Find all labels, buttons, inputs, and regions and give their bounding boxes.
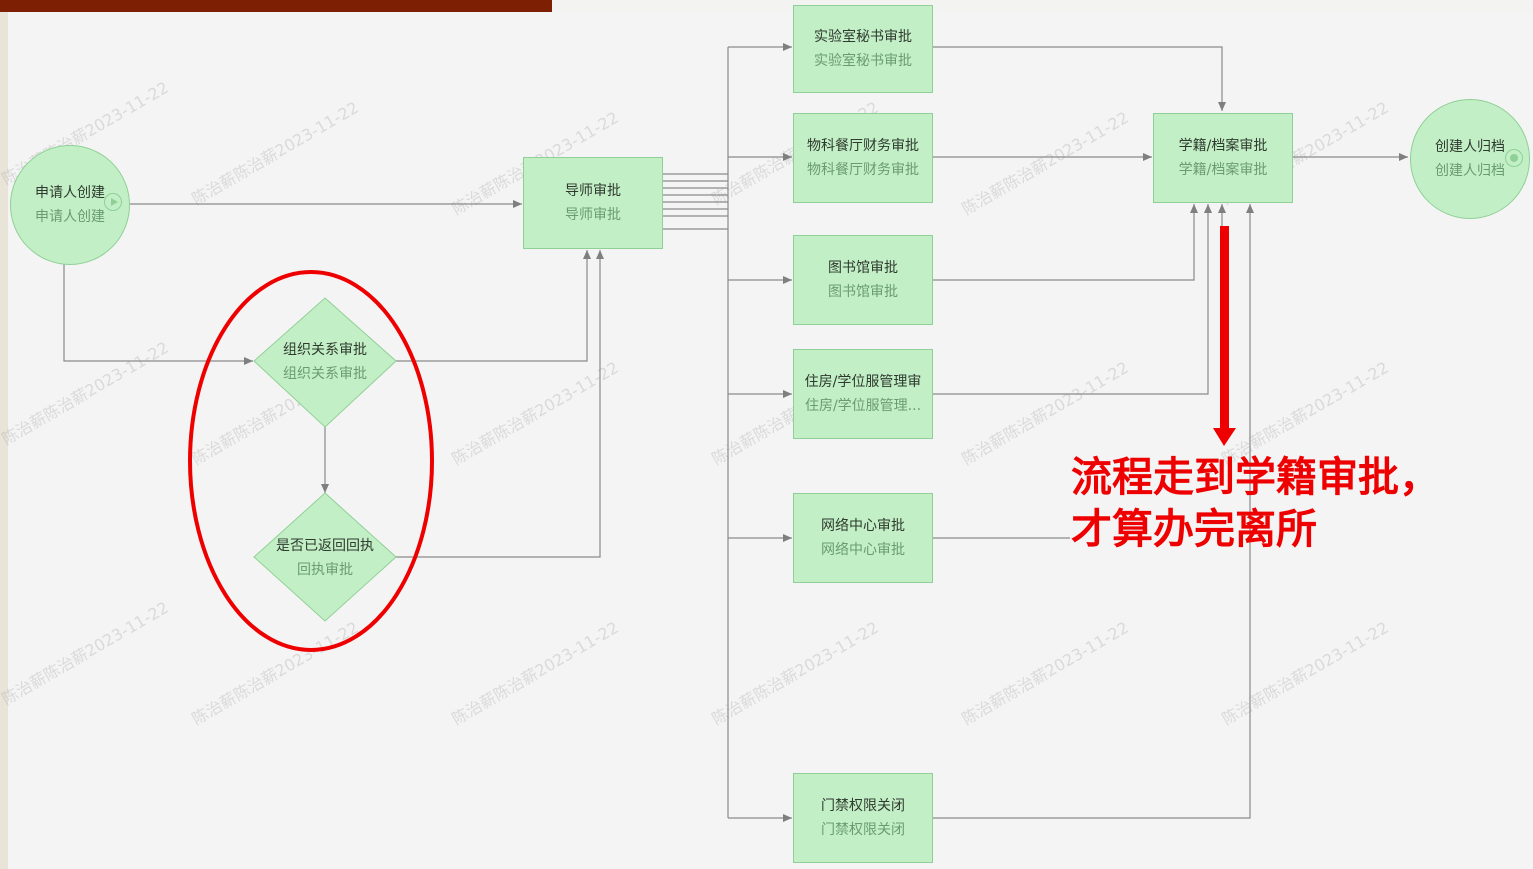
- node-receipt-subtitle: 回执审批: [297, 562, 353, 578]
- edge-start-org: [63, 262, 253, 365]
- stop-icon: [1505, 149, 1523, 167]
- title-bar: [0, 0, 552, 12]
- play-icon: [104, 193, 122, 211]
- node-lab-title: 实验室秘书审批: [814, 29, 912, 45]
- node-library-title: 图书馆审批: [828, 260, 898, 276]
- callout-line-1: 流程走到学籍审批，: [1071, 453, 1440, 501]
- node-end[interactable]: 创建人归档 创建人归档: [1410, 99, 1530, 219]
- edge-org-advisor: [396, 250, 591, 362]
- node-start-title: 申请人创建: [35, 185, 105, 201]
- node-materials[interactable]: 物科餐厅财务审批 物科餐厅财务审批: [793, 113, 933, 203]
- org-diamond: [253, 297, 397, 428]
- node-advisor-subtitle: 导师审批: [565, 207, 621, 223]
- edge-access-registry: [933, 204, 1254, 819]
- node-advisor[interactable]: 导师审批 导师审批: [523, 157, 663, 249]
- edge-advisor-fan: [663, 173, 728, 230]
- node-start-subtitle: 申请人创建: [35, 209, 105, 225]
- arrow-down-icon: [1213, 226, 1236, 446]
- node-housing-subtitle: 住房/学位服管理...: [804, 398, 922, 414]
- callout-text: 流程走到学籍审批， 才算办完离所: [1071, 451, 1440, 555]
- callout-line-2: 才算办完离所: [1071, 505, 1317, 553]
- node-network-title: 网络中心审批: [821, 518, 905, 534]
- node-org-title: 组织关系审批: [283, 342, 367, 358]
- edge-library-registry: [933, 204, 1198, 281]
- node-library[interactable]: 图书馆审批 图书馆审批: [793, 235, 933, 325]
- highlight-ellipse: [188, 270, 434, 652]
- left-margin-strip: [0, 0, 8, 869]
- edge-housing-registry: [933, 204, 1212, 395]
- node-end-subtitle: 创建人归档: [1435, 163, 1505, 179]
- node-end-title: 创建人归档: [1435, 139, 1505, 155]
- node-library-subtitle: 图书馆审批: [828, 284, 898, 300]
- node-housing[interactable]: 住房/学位服管理审 住房/学位服管理...: [793, 349, 933, 439]
- node-advisor-title: 导师审批: [565, 183, 621, 199]
- node-access-title: 门禁权限关闭: [821, 798, 905, 814]
- edge-receipt-advisor: [396, 250, 604, 558]
- node-lab-subtitle: 实验室秘书审批: [814, 53, 912, 69]
- node-org[interactable]: 组织关系审批 组织关系审批: [255, 338, 395, 386]
- node-registry-subtitle: 学籍/档案审批: [1178, 162, 1268, 178]
- node-materials-subtitle: 物科餐厅财务审批: [807, 162, 919, 178]
- node-lab[interactable]: 实验室秘书审批 实验室秘书审批: [793, 5, 933, 93]
- receipt-diamond: [253, 492, 397, 622]
- node-network-subtitle: 网络中心审批: [821, 542, 905, 558]
- node-network[interactable]: 网络中心审批 网络中心审批: [793, 493, 933, 583]
- node-access-subtitle: 门禁权限关闭: [821, 822, 905, 838]
- node-housing-title: 住房/学位服管理审: [804, 374, 922, 390]
- node-receipt[interactable]: 是否已返回回执 回执审批: [255, 534, 395, 582]
- edge-lab-registry: [933, 46, 1226, 111]
- node-org-subtitle: 组织关系审批: [283, 366, 367, 382]
- node-registry[interactable]: 学籍/档案审批 学籍/档案审批: [1153, 113, 1293, 203]
- node-registry-title: 学籍/档案审批: [1178, 138, 1268, 154]
- node-materials-title: 物科餐厅财务审批: [807, 138, 919, 154]
- node-access[interactable]: 门禁权限关闭 门禁权限关闭: [793, 773, 933, 863]
- node-receipt-title: 是否已返回回执: [276, 538, 374, 554]
